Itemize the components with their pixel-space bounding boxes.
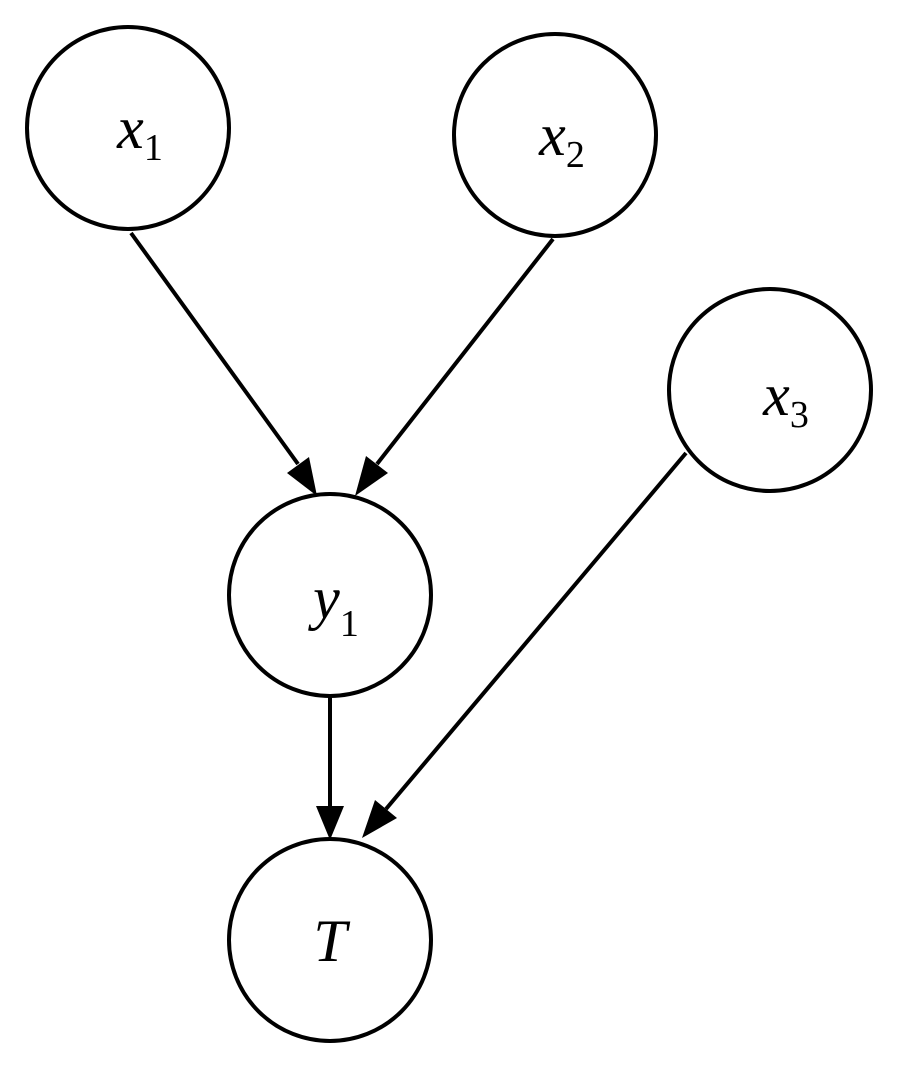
svg-text:y1: y1 (307, 565, 359, 645)
svg-text:x3: x3 (762, 362, 809, 436)
node-x1: x1 (25, 25, 231, 231)
node-x2: x2 (452, 32, 658, 238)
svg-text:x1: x1 (116, 95, 163, 169)
edge-x1-y1 (129, 231, 317, 496)
svg-text:x2: x2 (538, 102, 585, 176)
node-y1-variable: y (307, 565, 340, 631)
node-x1-variable: x (116, 95, 144, 161)
node-x3: x3 (667, 287, 873, 493)
edge-x3-T (362, 451, 688, 838)
svg-text:T: T (313, 908, 350, 974)
node-x2-variable: x (538, 102, 566, 168)
node-y1: y1 (227, 492, 433, 698)
node-x1-subscript: 1 (144, 127, 163, 169)
node-x3-subscript: 3 (790, 394, 809, 436)
node-x3-variable: x (762, 362, 790, 428)
node-x2-subscript: 2 (566, 134, 585, 176)
edge-x2-y1 (355, 237, 555, 496)
node-y1-subscript: 1 (340, 603, 359, 645)
node-T-variable: T (313, 908, 350, 974)
node-T: T (227, 837, 433, 1043)
edge-y1-T (316, 697, 344, 840)
